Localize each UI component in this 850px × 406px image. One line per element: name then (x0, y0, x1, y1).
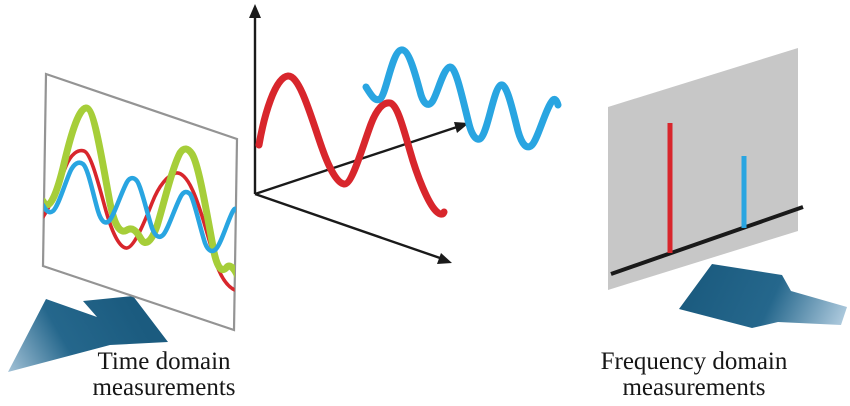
time-domain-waveforms (43, 104, 237, 293)
sine-3d-blue (362, 46, 562, 151)
frequency-domain-arrow-icon (679, 264, 847, 328)
time-domain-label-line1: Time domain (97, 348, 231, 375)
frequency-domain-label: Frequency domain measurements (534, 349, 850, 401)
axes-3d (249, 4, 469, 264)
time-domain-label-line2: measurements (92, 374, 236, 401)
time-domain-arrow-icon (8, 296, 168, 372)
axis-vertical-arrowhead-icon (249, 4, 261, 18)
sine-3d-red (255, 72, 448, 218)
frequency-domain-label-line2: measurements (622, 374, 766, 401)
time-wave-blue (43, 160, 237, 254)
frequency-domain-panel (608, 48, 798, 290)
frequency-domain-label-line1: Frequency domain (600, 348, 788, 375)
time-domain-label: Time domain measurements (14, 349, 314, 401)
axis-time-arrowhead-icon (454, 122, 469, 133)
axis-frequency (254, 192, 441, 260)
axis-frequency-arrowhead-icon (437, 253, 452, 264)
frequency-axis-line (610, 205, 804, 276)
